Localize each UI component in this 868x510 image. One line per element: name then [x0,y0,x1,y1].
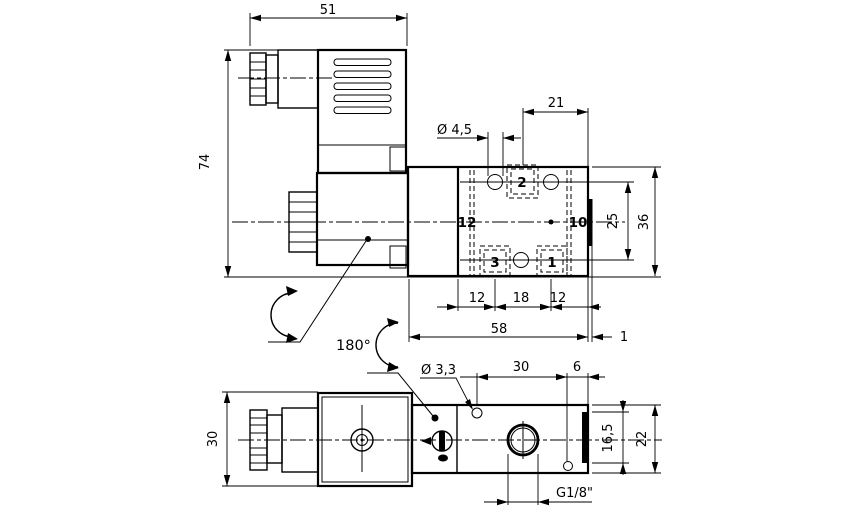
port-10-label: 10 [569,215,588,231]
dim-30-coil: 30 [206,391,318,487]
dim-165-label: 16,5 [601,424,616,453]
solenoid-end-view [316,391,414,488]
vent-slots-icon [333,58,392,114]
bottom-view: 30 Ø 3,3 30 6 16,5 22 [206,318,662,506]
leader-dot [365,236,371,242]
dim-58: 58 1 [408,279,628,345]
dim-hole-dia-33: Ø 3,3 [420,363,473,410]
hidden-port-outlines [469,164,572,277]
dim-25-label: 25 [606,213,621,230]
override-slot [439,431,445,451]
gasket-face [582,412,588,463]
port-1-label: 1 [547,255,556,271]
angle-180-label: 180° [336,338,371,354]
dim-58-label: 58 [491,322,508,337]
port-12-label: 12 [458,215,477,231]
dim-dia33-label: Ø 3,3 [421,363,456,378]
dim-chain-12-18-12: 12 18 12 [437,246,601,342]
dim-30-label: 30 [513,360,530,375]
dim-30-6: 30 6 [460,360,605,461]
rotation-180-annotation: 180° [336,318,439,422]
dim-6-label: 6 [573,360,581,375]
dim-12b-label: 12 [550,291,567,306]
dim-18-label: 18 [513,291,530,306]
screw-center [360,438,364,442]
coil-rotation-annotation [268,236,371,343]
manual-override [421,430,453,462]
dim-51-label: 51 [320,3,337,18]
dim-g18: G1/8" [484,454,593,506]
dim-165: 16,5 [592,400,629,475]
g18-port [506,421,540,459]
dim-21: 21 [522,96,589,167]
port-3-label: 3 [490,255,499,271]
rotate-arrow-icon [270,292,294,338]
dim-25: 25 [606,182,632,260]
dim-g18-label: G1/8" [556,486,593,501]
dim-dia45-label: Ø 4,5 [437,123,472,138]
rotate-180-arrow-icon [375,322,399,368]
solenoid-coil [288,146,410,269]
pilot-hole [471,407,483,419]
dim-51: 51 [249,3,408,46]
dim-30-coil-label: 30 [206,431,221,448]
dim-12a-label: 12 [469,291,486,306]
dim-22: 22 [592,404,661,474]
gasket-bar [588,199,592,246]
override-arrow-icon [421,437,431,445]
dim-hole-dia-45: Ø 4,5 [437,123,521,176]
port-2-label: 2 [517,175,526,191]
dim-1-label: 1 [620,330,628,345]
dim-36-label: 36 [637,214,652,231]
locating-hole [563,461,573,471]
dim-36: 36 [592,166,661,276]
top-view: 2 3 1 12 10 51 74 Ø 4,5 21 [198,3,661,345]
valve-body-top: 2 3 1 12 10 [406,164,634,278]
leader-dot [431,414,439,422]
dim-74-label: 74 [198,154,213,171]
dim-22-label: 22 [635,431,650,448]
dim-21-label: 21 [548,96,565,111]
valve-body-bottom [410,403,590,475]
din-connector [249,48,408,175]
center-pin [548,219,554,225]
dim-74: 74 [198,49,661,278]
